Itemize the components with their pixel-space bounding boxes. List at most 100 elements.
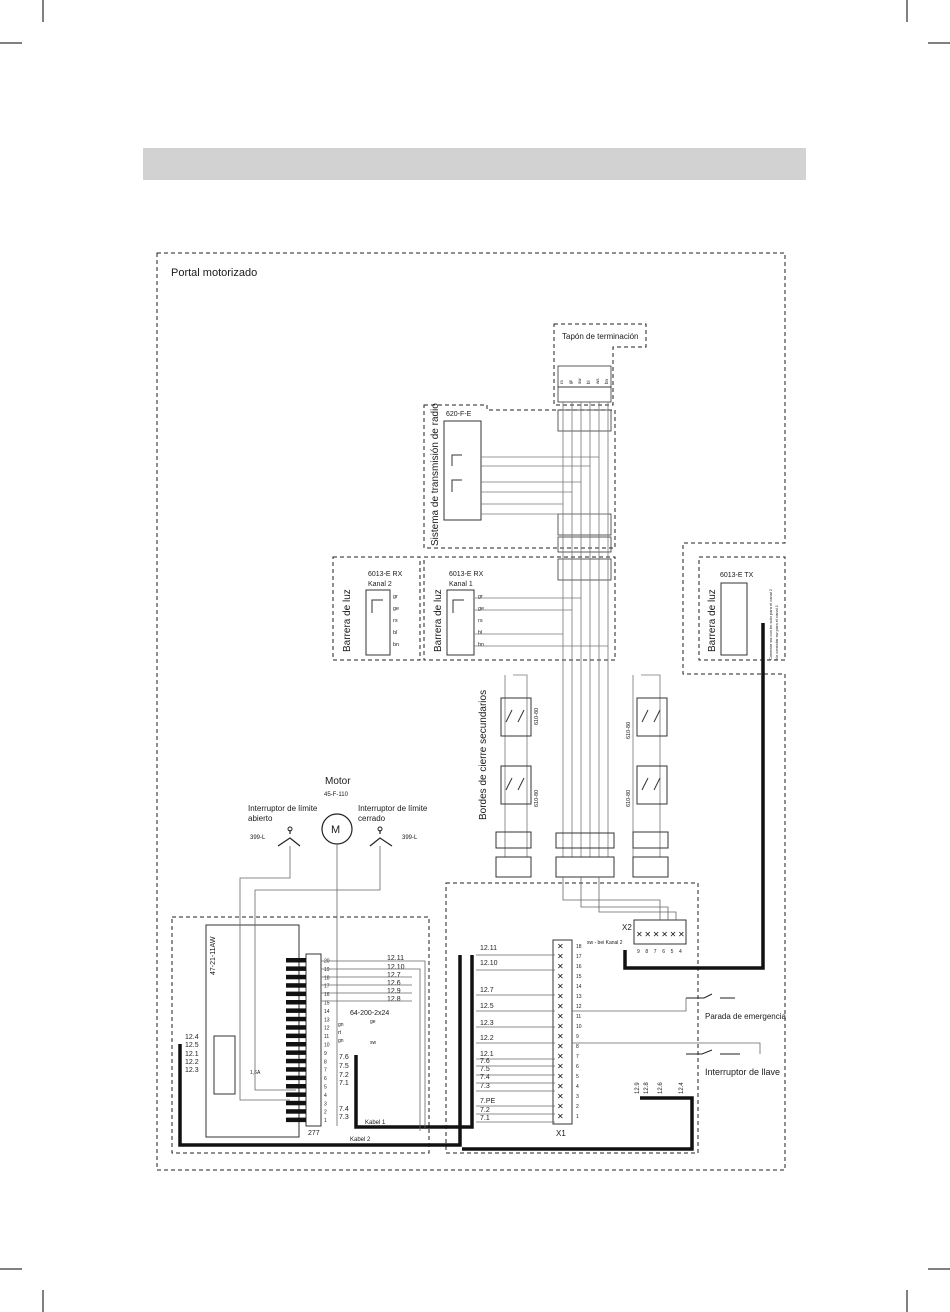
x2-pin-number: 7 — [654, 949, 657, 955]
x1-bottom-12-6: 12.6 — [658, 1082, 664, 1094]
controller-fuse: 1,6A — [250, 1070, 261, 1076]
controller-pin-bar — [286, 1117, 306, 1123]
x2-pin-number: 8 — [645, 949, 648, 955]
x1-terminal-mark: ✕ — [557, 1002, 564, 1011]
x1-label-7-4: 7.4 — [480, 1074, 490, 1081]
controller-unit: 47-21-11AW 277 1,6A 64-200-2x24 20191817… — [171, 916, 430, 1154]
kabel-1-label: Kabel 1 — [365, 1120, 386, 1126]
x1-pin-number: 2 — [576, 1104, 579, 1110]
rx2-model: 6013-E RX — [368, 571, 403, 578]
x1-label-12-2: 12.2 — [480, 1035, 494, 1042]
rx2-pin-ge: ge — [393, 606, 399, 612]
rx1-label: Barrera de luz — [433, 589, 444, 652]
x1-terminal-mark: ✕ — [557, 972, 564, 981]
x1-pin-number: 5 — [576, 1074, 579, 1080]
rx1-model: 6013-E RX — [449, 571, 484, 578]
controller-pin-number: 12 — [324, 1026, 330, 1032]
controller-transformer: 64-200-2x24 — [350, 1010, 389, 1017]
controller-pin-bar — [286, 983, 306, 988]
controller-pin-bar — [286, 1025, 306, 1030]
controller-pin-number: 4 — [324, 1093, 327, 1099]
x1-pin-number: 9 — [576, 1034, 579, 1040]
x1-pin-number: 12 — [576, 1004, 582, 1010]
limit-open-line1: Interruptor de límite — [248, 804, 318, 813]
x1-label-12-1: 12.1 — [480, 1051, 494, 1058]
rx1-channel: Kanal 1 — [449, 581, 473, 588]
limit-closed-line2: cerrado — [358, 814, 386, 823]
x1-label-7-pe: 7.PE — [480, 1098, 496, 1105]
key-switch-label: Interruptor de llave — [705, 1067, 780, 1077]
controller-pin-number: 8 — [324, 1059, 327, 1065]
ctrl-left-12-1: 12.1 — [185, 1051, 199, 1058]
controller-terminal: 277 — [308, 1130, 320, 1137]
motor-assembly: Motor 45-F-110 M Interruptor de límite a… — [248, 776, 428, 847]
motor-label: Motor — [325, 776, 351, 787]
controller-pin-number: 19 — [324, 967, 330, 973]
controller-pin-number: 20 — [324, 959, 330, 965]
junction-box: X1 X2 sw - bei Kanal 2 12.11 12.10 12.7 … — [445, 882, 786, 1154]
x1-label-12-5: 12.5 — [480, 1003, 494, 1010]
x1-pin-number: 8 — [576, 1044, 579, 1050]
radio-model: 620-F-E — [446, 411, 472, 418]
x1-pin-number: 11 — [576, 1014, 581, 1020]
controller-pin-bar — [286, 991, 306, 997]
ctrl-lower-7-1: 7.1 — [339, 1080, 349, 1087]
controller-pin-bar — [286, 1058, 306, 1064]
controller-pin-number: 13 — [324, 1017, 330, 1023]
controller-pin-bar — [286, 1016, 306, 1022]
ctrl-left-12-3: 12.3 — [185, 1067, 199, 1074]
x2-pin-number: 9 — [637, 949, 640, 955]
x2-label: X2 — [622, 923, 632, 932]
edge-model-2: 610-80 — [534, 790, 540, 807]
controller-pin-bar — [286, 1092, 306, 1097]
controller-pin-number: 7 — [324, 1068, 327, 1074]
controller-lower-labels: 7.6 7.5 7.2 7.1 7.4 7.3 — [339, 1054, 349, 1121]
controller-pin-bar — [286, 1100, 306, 1106]
x1-label-7-3: 7.3 — [480, 1083, 490, 1090]
thick-cables — [178, 623, 765, 1151]
controller-pin-number: 2 — [324, 1110, 327, 1116]
rx1-pin-labels: gr ge rs bl bn — [478, 594, 484, 648]
section-header-bar — [143, 148, 806, 180]
edge-model-4: 610-80 — [626, 790, 632, 807]
kabel-2-label: Kabel 2 — [350, 1137, 371, 1143]
light-barrier-rx2: 6013-E RX Kanal 2 Barrera de luz — [332, 556, 421, 661]
controller-pin-bar — [286, 1084, 306, 1089]
x2-terminal-mark: ✕ — [653, 930, 660, 939]
controller-pin-number: 10 — [324, 1043, 330, 1049]
controller-pin-number: 1 — [324, 1118, 327, 1124]
rx2-pin-labels: gr ge rs bl bn — [393, 594, 399, 648]
x1-terminal-mark: ✕ — [557, 942, 564, 951]
wire-color-gr: gr — [568, 379, 573, 384]
x1-bottom-12-4: 12.4 — [679, 1082, 685, 1094]
x1-terminal-mark: ✕ — [557, 1052, 564, 1061]
x1-terminal-mark: ✕ — [557, 982, 564, 991]
controller-pin-bar — [286, 1042, 306, 1047]
controller-pin-bar — [286, 1033, 306, 1039]
secondary-edges-label: Bordes de cierre secundarios — [478, 690, 489, 820]
x1-pin-number: 15 — [576, 974, 582, 980]
x1-pin-number: 18 — [576, 944, 582, 950]
x1-bottom-12-8: 12.8 — [644, 1082, 650, 1094]
rx1-pin-bn: bn — [478, 642, 484, 648]
rx2-pin-gr: gr — [393, 594, 398, 600]
wire-color-rs: rs — [559, 380, 564, 384]
controller-wires — [239, 844, 761, 1131]
ctrl-lower-7-5: 7.5 — [339, 1063, 349, 1070]
x1-terminal-mark: ✕ — [557, 1012, 564, 1021]
x2-pin-number: 4 — [679, 949, 682, 955]
x1-terminal-mark: ✕ — [557, 1082, 564, 1091]
tap-ge: ge — [370, 1019, 376, 1025]
rx2-pin-bn: bn — [393, 642, 399, 648]
ctrl-lower-7-6: 7.6 — [339, 1054, 349, 1061]
controller-pin-number: 6 — [324, 1076, 327, 1082]
controller-pin-number: 16 — [324, 992, 330, 998]
x1-label-7-1: 7.1 — [480, 1115, 490, 1122]
x2-pin-number: 6 — [662, 949, 665, 955]
controller-pin-number: 11 — [324, 1034, 329, 1040]
rx2-pin-bl: bl — [393, 630, 397, 636]
tap-sw: sw — [370, 1040, 377, 1046]
